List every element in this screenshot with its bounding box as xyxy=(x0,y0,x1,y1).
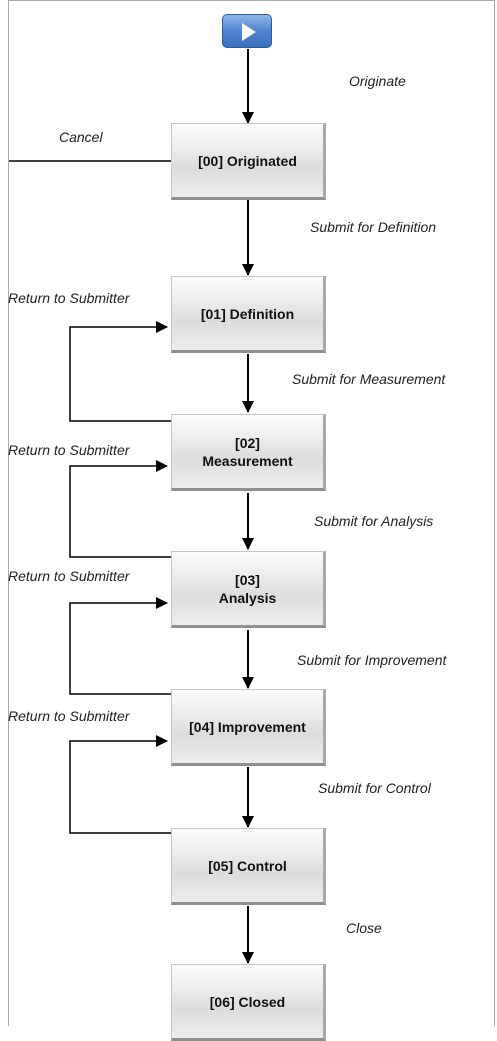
state-closed[interactable]: [06] Closed xyxy=(171,964,326,1041)
state-label: [02] Measurement xyxy=(202,434,293,469)
transition-label-cancel[interactable]: Cancel xyxy=(59,129,103,145)
transition-label-submit-measurement[interactable]: Submit for Measurement xyxy=(292,371,446,387)
return-loop-improvement xyxy=(69,597,171,695)
state-analysis[interactable]: [03] Analysis xyxy=(171,551,326,628)
state-control[interactable]: [05] Control xyxy=(171,828,326,905)
state-label: [04] Improvement xyxy=(189,718,306,735)
state-label: [06] Closed xyxy=(209,993,286,1010)
transition-label-return-3[interactable]: Return to Submitter xyxy=(8,568,130,584)
diagram-frame xyxy=(8,0,495,1026)
state-label: [00] Originated xyxy=(198,152,297,169)
return-loop-analysis xyxy=(69,460,171,558)
transition-label-submit-analysis[interactable]: Submit for Analysis xyxy=(314,513,434,529)
transition-label-return-4[interactable]: Return to Submitter xyxy=(8,708,130,724)
state-originated[interactable]: [00] Originated xyxy=(171,123,326,200)
transition-label-submit-definition[interactable]: Submit for Definition xyxy=(310,219,437,235)
state-improvement[interactable]: [04] Improvement xyxy=(171,689,326,766)
transition-label-return-1[interactable]: Return to Submitter xyxy=(8,290,130,306)
return-loop-measurement xyxy=(69,321,171,422)
play-icon xyxy=(242,23,256,41)
state-label: [03] Analysis xyxy=(218,571,277,606)
transition-label-submit-control[interactable]: Submit for Control xyxy=(318,780,431,796)
transition-label-originate[interactable]: Originate xyxy=(349,73,406,89)
transition-label-submit-improvement[interactable]: Submit for Improvement xyxy=(297,652,447,668)
state-label: [05] Control xyxy=(208,857,287,874)
state-measurement[interactable]: [02] Measurement xyxy=(171,414,326,491)
state-label: [01] Definition xyxy=(200,305,295,322)
return-loop-control xyxy=(69,735,171,834)
start-play-button[interactable] xyxy=(222,14,272,48)
transition-label-return-2[interactable]: Return to Submitter xyxy=(8,442,130,458)
state-definition[interactable]: [01] Definition xyxy=(171,276,326,353)
transition-label-close[interactable]: Close xyxy=(346,920,382,936)
